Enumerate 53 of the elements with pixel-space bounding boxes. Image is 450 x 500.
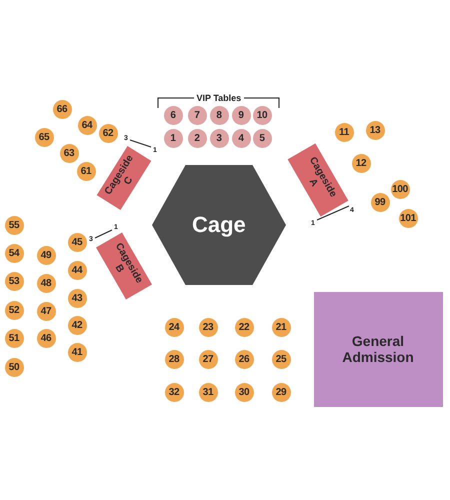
- table-seat: 100: [390, 180, 410, 198]
- vip-table: 10: [252, 106, 272, 124]
- table-seat: 23: [198, 318, 218, 336]
- table-seat: 44: [68, 260, 86, 280]
- vip-table: 3: [210, 128, 228, 148]
- table-seat: 54: [4, 244, 24, 262]
- vip-table: 2: [188, 128, 206, 148]
- table-seat: 99: [370, 192, 390, 212]
- table-seat: 46: [36, 328, 56, 348]
- table-seat: 25: [272, 350, 290, 368]
- table-seat: 51: [4, 328, 24, 348]
- table-seat: 47: [36, 302, 56, 320]
- table-seat: 53: [4, 272, 24, 290]
- table-seat: 49: [36, 246, 56, 264]
- table-seat: 42: [68, 316, 86, 334]
- table-seat: 41: [68, 342, 86, 362]
- table-seat: 43: [68, 288, 86, 308]
- vip-table: 7: [188, 106, 206, 124]
- table-seat: 45: [68, 232, 86, 252]
- table-seat: 62: [98, 124, 118, 142]
- table-seat: 30: [234, 382, 254, 402]
- table-seat: 55: [4, 216, 24, 234]
- table-seat: 50: [4, 358, 24, 376]
- table-seat: 29: [272, 382, 290, 402]
- table-seat: 65: [34, 128, 54, 146]
- table-seat: 101: [398, 208, 418, 228]
- vip-table: 1: [164, 128, 182, 148]
- table-seat: 27: [198, 350, 218, 368]
- cage-hexagon: [152, 165, 286, 285]
- table-seat: 28: [164, 350, 184, 368]
- table-seat: 13: [366, 120, 384, 140]
- table-seat: 31: [198, 382, 218, 402]
- table-seat: 11: [334, 122, 354, 142]
- table-seat: 26: [234, 350, 254, 368]
- table-seat: 64: [78, 116, 96, 134]
- table-seat: 66: [52, 100, 72, 118]
- table-seat: 22: [234, 318, 254, 336]
- cage-label: Cage: [192, 212, 246, 238]
- table-seat: 24: [164, 318, 184, 336]
- vip-table: 8: [210, 106, 228, 124]
- table-seat: 32: [164, 382, 184, 402]
- vip-table: 4: [232, 128, 250, 148]
- table-seat: 48: [36, 274, 56, 292]
- general-admission-area: General Admission: [314, 292, 442, 406]
- table-seat: 12: [352, 154, 370, 172]
- table-seat: 61: [76, 162, 96, 180]
- group-label: VIP Tables: [194, 93, 244, 103]
- vip-table: 6: [164, 106, 182, 124]
- table-seat: 52: [4, 300, 24, 320]
- vip-table: 5: [252, 128, 272, 148]
- table-seat: 21: [272, 318, 290, 336]
- vip-table: 9: [232, 106, 250, 124]
- table-seat: 63: [60, 144, 78, 162]
